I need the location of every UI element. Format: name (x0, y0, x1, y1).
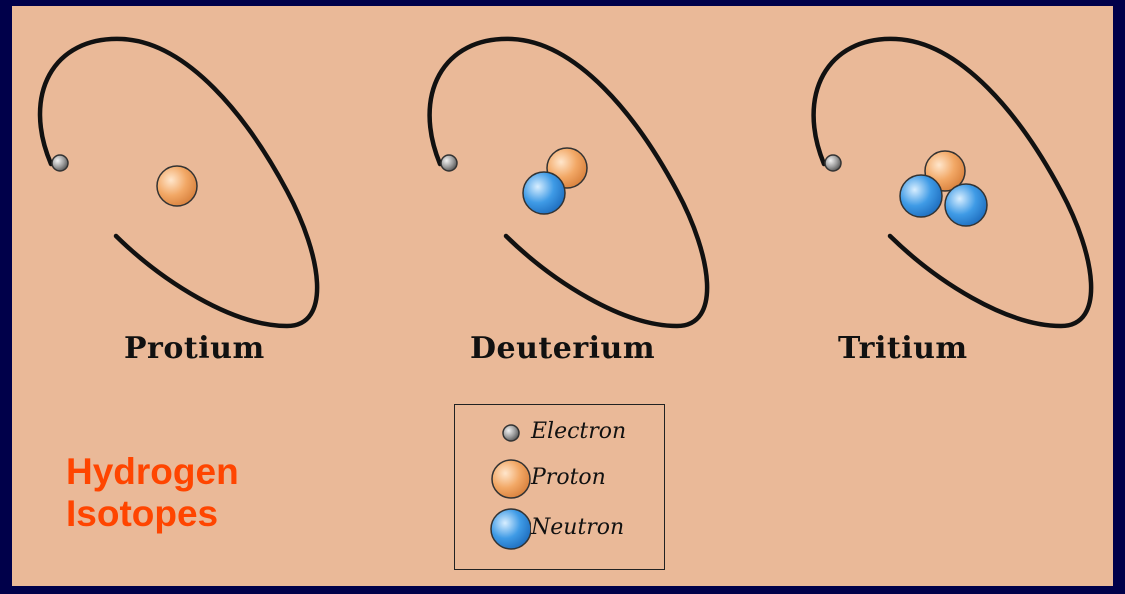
tritium-neutron-right (945, 184, 987, 226)
diagram-panel: Protium Deuterium Tritium Hydrogen Isoto… (12, 6, 1113, 586)
tritium-atom (814, 39, 1092, 326)
legend: Electron Proton Neutron (454, 404, 665, 570)
deuterium-atom (430, 39, 708, 326)
legend-row-electron: Electron (455, 411, 664, 455)
tritium-label: Tritium (838, 331, 968, 366)
legend-neutron-icon (455, 505, 531, 555)
legend-neutron-label: Neutron (531, 515, 624, 540)
protium-electron (52, 155, 68, 171)
title-line-2: Isotopes (66, 493, 239, 535)
deuterium-label: Deuterium (470, 331, 655, 366)
tritium-neutron-left (900, 175, 942, 217)
deuterium-electron (441, 155, 457, 171)
legend-row-proton: Proton (455, 457, 664, 501)
protium-proton (157, 166, 197, 206)
deuterium-neutron (523, 172, 565, 214)
legend-proton-label: Proton (531, 465, 606, 490)
legend-electron-label: Electron (531, 419, 626, 444)
protium-label: Protium (124, 331, 265, 366)
protium-atom (40, 39, 317, 326)
legend-electron-icon (455, 411, 531, 455)
legend-proton-icon (455, 457, 531, 501)
legend-row-neutron: Neutron (455, 505, 664, 549)
diagram-title: Hydrogen Isotopes (66, 451, 239, 535)
tritium-electron (825, 155, 841, 171)
title-line-1: Hydrogen (66, 451, 239, 493)
